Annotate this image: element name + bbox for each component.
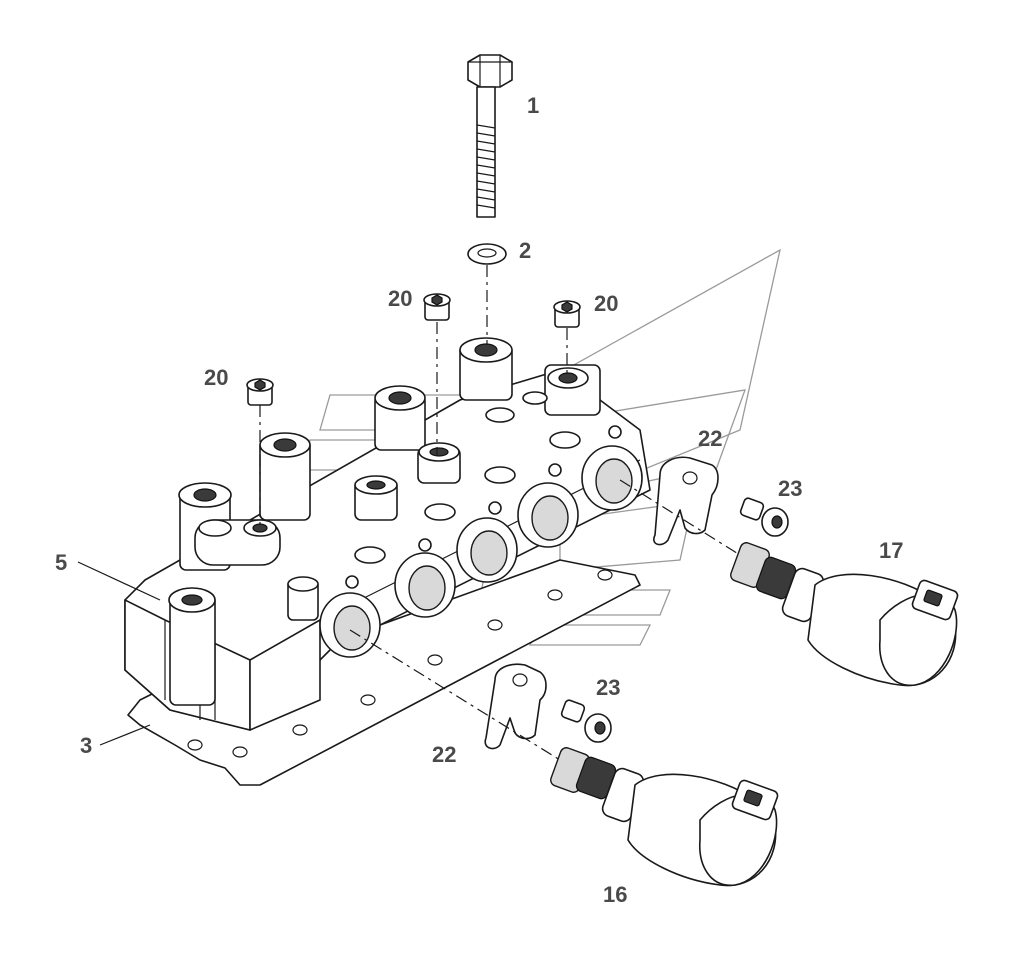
lock-washer	[467, 243, 507, 265]
callout-label: 23	[778, 476, 803, 501]
callout-label: 20	[388, 286, 413, 311]
callout-label: 5	[55, 550, 68, 575]
callout-label: 3	[80, 733, 93, 758]
cap-screw-lower	[560, 699, 612, 743]
callout-label: 16	[603, 882, 628, 907]
hex-bolt	[467, 54, 513, 218]
solenoid-valve-lower	[550, 747, 779, 887]
callout-leaders	[77, 561, 161, 746]
cap-screw-upper	[739, 497, 789, 537]
plug-screw-middle	[423, 293, 451, 321]
plug-screw-left	[246, 378, 274, 406]
plug-screw-right	[553, 300, 581, 328]
callout-label: 17	[879, 538, 904, 563]
valve-body	[124, 337, 651, 731]
callout-label: 23	[596, 675, 621, 700]
callout-label: 22	[432, 742, 457, 767]
callout-label: 20	[594, 291, 619, 316]
callout-label: 2	[519, 238, 532, 263]
callout-label: 20	[204, 365, 229, 390]
retaining-bracket-upper	[653, 456, 719, 546]
callout-label: 1	[527, 93, 540, 118]
assembly-centerlines	[259, 265, 741, 761]
solenoid-valve-upper	[730, 542, 959, 687]
callout-label: 22	[698, 426, 723, 451]
retaining-bracket-lower	[484, 663, 547, 750]
